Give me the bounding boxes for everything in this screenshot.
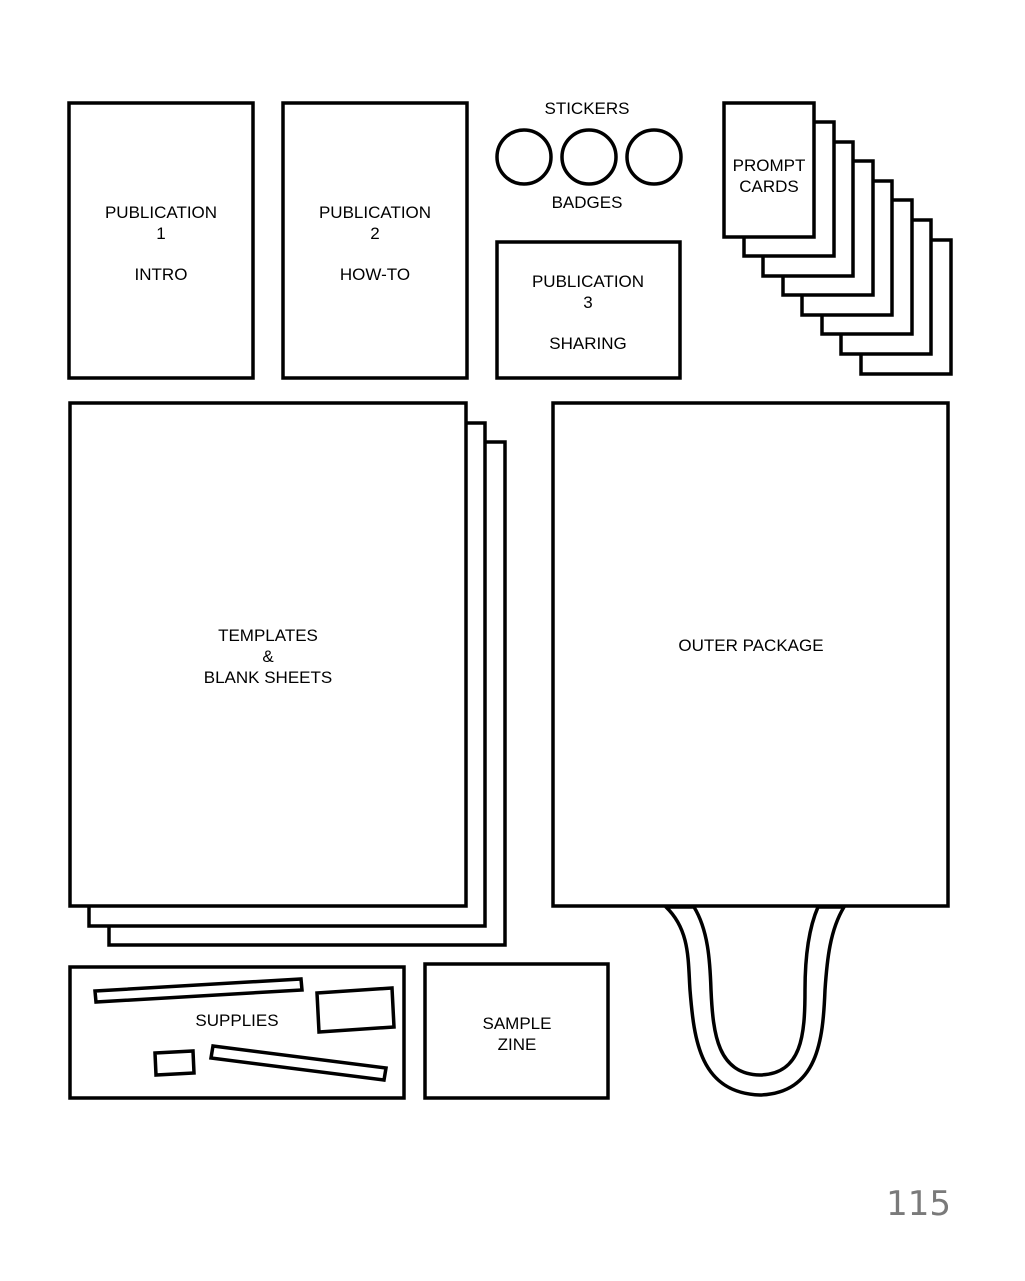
- sample-zine-line2: ZINE: [498, 1035, 537, 1054]
- publication-2-box: [281, 101, 469, 380]
- stickers-label: STICKERS: [544, 99, 629, 118]
- templates-sheets: TEMPLATES & BLANK SHEETS: [68, 401, 507, 947]
- stickers-badges: STICKERS BADGES: [495, 99, 683, 212]
- page-number: 115: [886, 1184, 951, 1224]
- publication-1-number: 1: [156, 224, 165, 243]
- supplies-label: SUPPLIES: [195, 1011, 278, 1030]
- publication-1-title: PUBLICATION: [105, 203, 217, 222]
- sample-zine-box: [423, 962, 610, 1100]
- supply-sharpener: [153, 1049, 196, 1077]
- supply-pencil: [208, 1044, 389, 1082]
- templates-line1: TEMPLATES: [218, 626, 318, 645]
- publication-2-title: PUBLICATION: [319, 203, 431, 222]
- publication-3-title: PUBLICATION: [532, 272, 644, 291]
- publication-1-subtitle: INTRO: [135, 265, 188, 284]
- supply-ruler: [93, 977, 304, 1004]
- badges-label: BADGES: [552, 193, 623, 212]
- supply-eraser: [315, 986, 396, 1034]
- sample-zine: SAMPLE ZINE: [423, 962, 610, 1100]
- publication-3-box: [495, 240, 682, 380]
- prompt-card-1: [722, 101, 816, 239]
- sample-zine-line1: SAMPLE: [483, 1014, 552, 1033]
- badge-circle-1: [495, 128, 553, 186]
- prompt-cards-line2: CARDS: [739, 177, 799, 196]
- badge-circle-3: [625, 128, 683, 186]
- publication-2-number: 2: [370, 224, 379, 243]
- prompt-cards-line1: PROMPT: [733, 156, 806, 175]
- package-box: [551, 401, 950, 908]
- publication-1-box: [67, 101, 255, 380]
- badge-circle-2: [560, 128, 618, 186]
- publication-2: PUBLICATION 2 HOW-TO: [281, 101, 469, 380]
- publication-1: PUBLICATION 1 INTRO: [67, 101, 255, 380]
- publication-3: PUBLICATION 3 SHARING: [495, 240, 682, 380]
- templates-line2: &: [262, 647, 274, 666]
- publication-2-subtitle: HOW-TO: [340, 265, 410, 284]
- outer-package-label: OUTER PACKAGE: [678, 636, 823, 655]
- supplies: SUPPLIES: [68, 965, 406, 1100]
- templates-line3: BLANK SHEETS: [204, 668, 333, 687]
- sheet-front: [68, 401, 468, 908]
- publication-3-subtitle: SHARING: [549, 334, 626, 353]
- package-handle: [664, 905, 846, 1097]
- outer-package: OUTER PACKAGE: [551, 401, 950, 1097]
- prompt-cards: PROMPT CARDS: [722, 101, 953, 376]
- publication-3-number: 3: [583, 293, 592, 312]
